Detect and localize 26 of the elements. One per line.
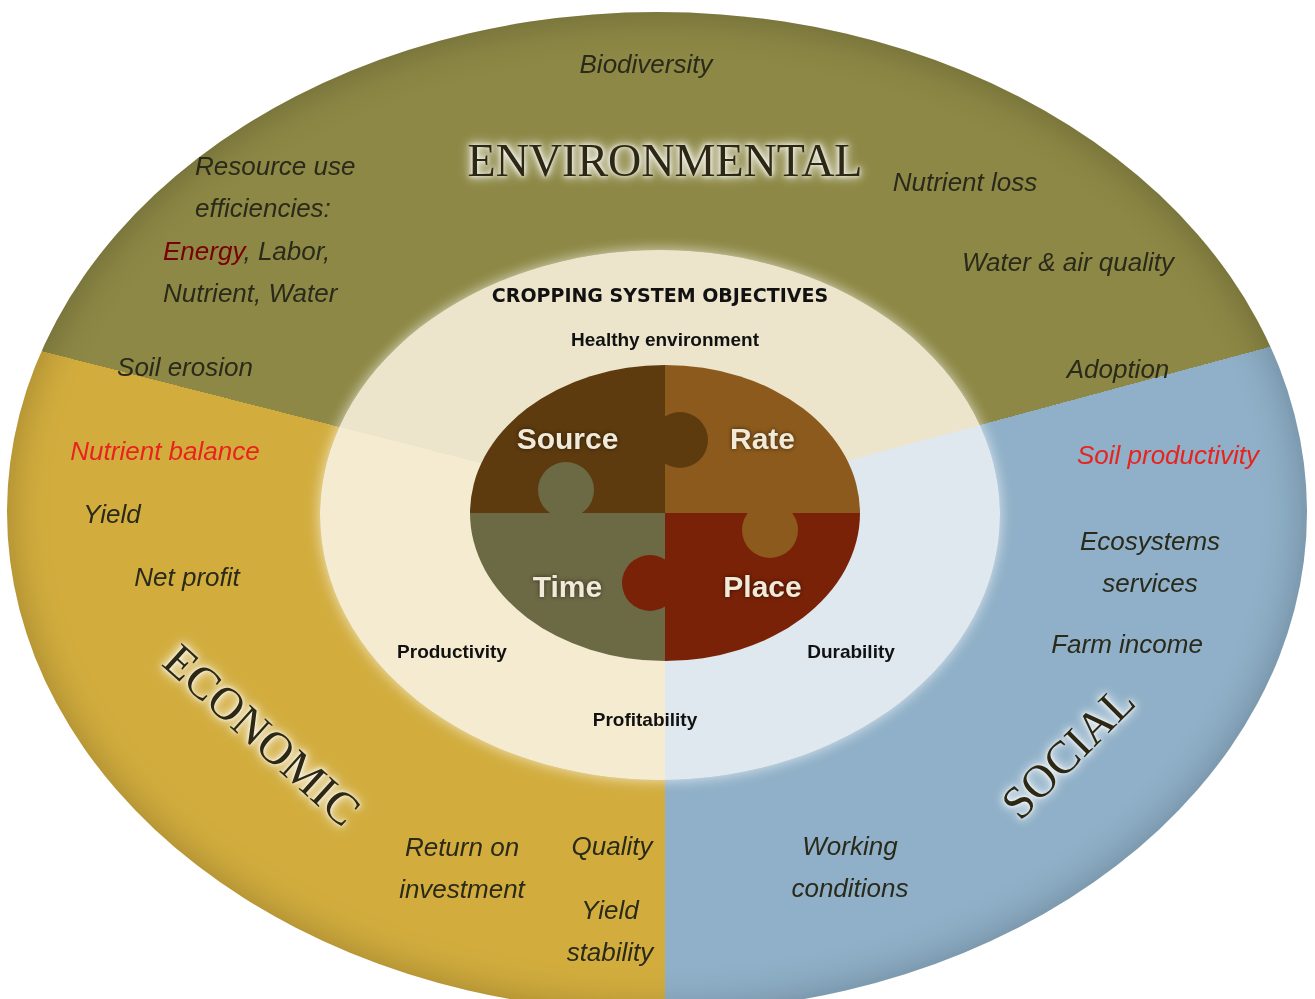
piece-label: Time bbox=[532, 570, 603, 604]
objective-label: Productivity bbox=[396, 640, 508, 664]
factor-label: Ecosystems services bbox=[1078, 525, 1222, 600]
factor-label: Yield bbox=[82, 498, 143, 532]
factor-label: Adoption bbox=[1064, 353, 1171, 387]
objective-label: Durability bbox=[806, 640, 896, 664]
factor-label: Energy, Labor, Nutrient, Water bbox=[163, 235, 340, 310]
factor-label: Resource use efficiencies: bbox=[195, 150, 357, 225]
factor-label: Net profit bbox=[133, 561, 242, 595]
factor-label: Working conditions bbox=[790, 830, 910, 905]
factor-label: Return on investment bbox=[398, 831, 527, 906]
factor-label: Water & air quality bbox=[961, 246, 1176, 280]
factor-label: Quality bbox=[570, 830, 655, 864]
factor-label: Biodiversity bbox=[578, 48, 715, 82]
factor-label: Nutrient balance bbox=[69, 435, 261, 469]
factor-label: Yield stability bbox=[565, 894, 656, 969]
environmental-title: ENVIRONMENTAL bbox=[467, 133, 863, 187]
objective-label: Healthy environment bbox=[570, 328, 760, 352]
factor-label: Soil productivity bbox=[1075, 439, 1261, 473]
piece-label: Rate bbox=[730, 422, 795, 456]
piece-label: Source bbox=[516, 422, 619, 456]
factor-label: Nutrient loss bbox=[891, 166, 1039, 200]
factor-label: Soil erosion bbox=[116, 351, 254, 385]
piece-label: Place bbox=[723, 570, 802, 604]
objective-label: Profitability bbox=[591, 708, 699, 732]
factor-label: Farm income bbox=[1050, 628, 1204, 662]
